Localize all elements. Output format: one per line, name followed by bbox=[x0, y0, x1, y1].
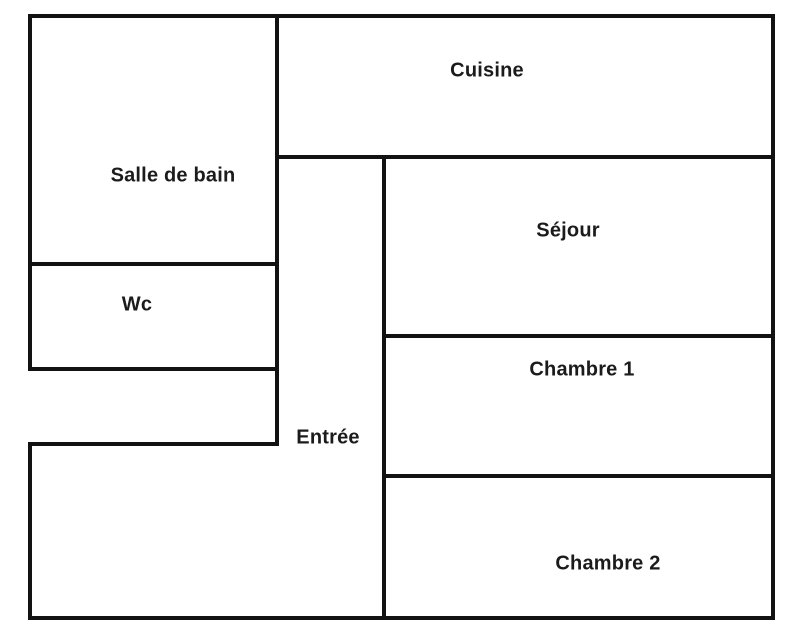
wall-bottom bbox=[28, 616, 775, 620]
wall-cuisine-bottom bbox=[275, 155, 775, 159]
wall-entree-right-vertical bbox=[382, 157, 386, 620]
room-label-chambre1: Chambre 1 bbox=[529, 358, 635, 381]
room-label-cuisine: Cuisine bbox=[450, 59, 524, 82]
wall-notch-bottom bbox=[28, 442, 279, 446]
wall-sejour-chambre1-divider bbox=[382, 334, 775, 338]
wall-left-lower bbox=[28, 442, 32, 620]
wall-left-upper bbox=[28, 14, 32, 371]
wall-wc-bottom bbox=[28, 367, 279, 371]
room-label-chambre2: Chambre 2 bbox=[555, 552, 661, 575]
wall-chambre1-chambre2-divider bbox=[382, 474, 775, 478]
wall-bathroom-right-vertical bbox=[275, 14, 279, 446]
room-label-entree: Entrée bbox=[296, 426, 360, 449]
room-label-sejour: Séjour bbox=[536, 219, 600, 242]
wall-right bbox=[771, 14, 775, 620]
room-label-salle-de-bain: Salle de bain bbox=[110, 164, 236, 187]
room-label-wc: Wc bbox=[121, 293, 153, 316]
wall-bathroom-wc-divider bbox=[28, 262, 279, 266]
wall-top bbox=[28, 14, 775, 18]
